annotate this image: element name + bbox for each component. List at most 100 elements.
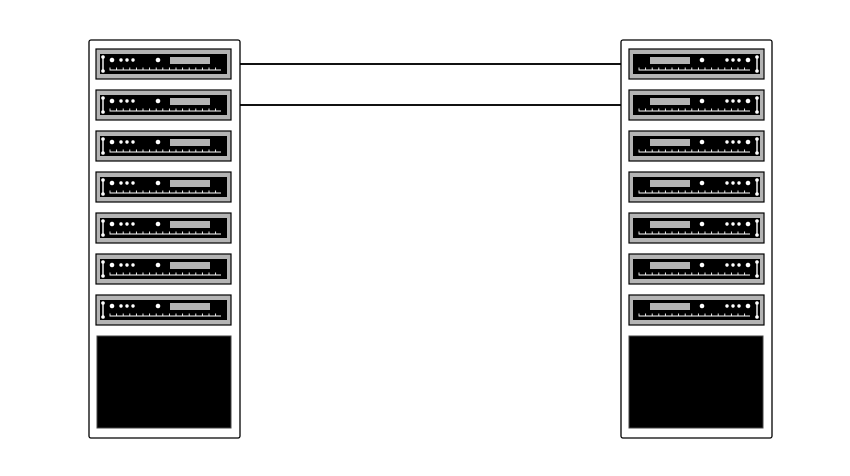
display-panel bbox=[170, 221, 210, 228]
storage-block bbox=[96, 335, 232, 429]
status-led bbox=[119, 140, 123, 144]
activity-led bbox=[699, 221, 705, 227]
display-panel bbox=[650, 180, 690, 187]
handle-knob bbox=[755, 110, 759, 114]
status-led bbox=[731, 140, 735, 144]
status-led bbox=[725, 140, 729, 144]
power-led bbox=[109, 57, 115, 63]
display-panel bbox=[650, 303, 690, 310]
status-led bbox=[731, 263, 735, 267]
activity-led bbox=[699, 139, 705, 145]
power-led bbox=[109, 303, 115, 309]
status-led bbox=[725, 99, 729, 103]
server-unit-7 bbox=[628, 294, 765, 326]
handle-knob bbox=[755, 233, 759, 237]
handle-knob bbox=[101, 96, 105, 100]
display-panel bbox=[650, 262, 690, 269]
handle-knob bbox=[101, 178, 105, 182]
power-led bbox=[745, 303, 751, 309]
status-led bbox=[119, 58, 123, 62]
handle-knob bbox=[755, 192, 759, 196]
cable-layer bbox=[231, 63, 629, 106]
status-led bbox=[131, 181, 135, 185]
server-unit-1 bbox=[628, 48, 765, 80]
activity-led bbox=[155, 139, 161, 145]
activity-led bbox=[155, 180, 161, 186]
status-led bbox=[131, 99, 135, 103]
display-panel bbox=[650, 139, 690, 146]
status-led bbox=[725, 263, 729, 267]
status-led bbox=[725, 181, 729, 185]
handle-knob bbox=[101, 110, 105, 114]
power-led bbox=[745, 139, 751, 145]
status-led bbox=[125, 304, 129, 308]
handle-knob bbox=[755, 137, 759, 141]
status-led bbox=[725, 222, 729, 226]
activity-led bbox=[699, 57, 705, 63]
display-panel bbox=[650, 98, 690, 105]
activity-led bbox=[699, 98, 705, 104]
handle-knob bbox=[755, 55, 759, 59]
handle-knob bbox=[101, 55, 105, 59]
display-panel bbox=[170, 57, 210, 64]
activity-led bbox=[155, 262, 161, 268]
status-led bbox=[731, 304, 735, 308]
display-panel bbox=[170, 180, 210, 187]
storage-block bbox=[628, 335, 764, 429]
status-led bbox=[131, 58, 135, 62]
power-led bbox=[109, 139, 115, 145]
handle-knob bbox=[755, 301, 759, 305]
display-panel bbox=[170, 262, 210, 269]
rack-right bbox=[620, 39, 773, 439]
status-led bbox=[731, 99, 735, 103]
server-unit-2 bbox=[628, 89, 765, 121]
power-led bbox=[109, 180, 115, 186]
status-led bbox=[737, 58, 741, 62]
status-led bbox=[119, 222, 123, 226]
display-panel bbox=[650, 221, 690, 228]
status-led bbox=[131, 222, 135, 226]
status-led bbox=[131, 140, 135, 144]
handle-knob bbox=[755, 151, 759, 155]
handle-knob bbox=[101, 137, 105, 141]
status-led bbox=[737, 263, 741, 267]
status-led bbox=[737, 140, 741, 144]
power-led bbox=[109, 98, 115, 104]
handle-knob bbox=[101, 69, 105, 73]
activity-led bbox=[155, 303, 161, 309]
power-led bbox=[745, 221, 751, 227]
status-led bbox=[125, 263, 129, 267]
server-unit-5 bbox=[628, 212, 765, 244]
server-unit-6 bbox=[628, 253, 765, 285]
status-led bbox=[737, 99, 741, 103]
activity-led bbox=[699, 262, 705, 268]
display-panel bbox=[170, 139, 210, 146]
activity-led bbox=[155, 98, 161, 104]
handle-knob bbox=[755, 260, 759, 264]
handle-knob bbox=[101, 219, 105, 223]
status-led bbox=[125, 99, 129, 103]
handle-knob bbox=[755, 69, 759, 73]
display-panel bbox=[170, 303, 210, 310]
server-unit-5 bbox=[95, 212, 232, 244]
status-led bbox=[131, 304, 135, 308]
activity-led bbox=[699, 303, 705, 309]
status-led bbox=[119, 263, 123, 267]
status-led bbox=[731, 181, 735, 185]
status-led bbox=[131, 263, 135, 267]
status-led bbox=[119, 99, 123, 103]
status-led bbox=[731, 58, 735, 62]
rack-left bbox=[88, 39, 241, 439]
status-led bbox=[125, 140, 129, 144]
status-led bbox=[731, 222, 735, 226]
power-led bbox=[745, 180, 751, 186]
server-unit-7 bbox=[95, 294, 232, 326]
handle-knob bbox=[755, 315, 759, 319]
server-unit-6 bbox=[95, 253, 232, 285]
handle-knob bbox=[755, 274, 759, 278]
handle-knob bbox=[101, 260, 105, 264]
display-panel bbox=[170, 98, 210, 105]
server-unit-3 bbox=[95, 130, 232, 162]
activity-led bbox=[155, 221, 161, 227]
